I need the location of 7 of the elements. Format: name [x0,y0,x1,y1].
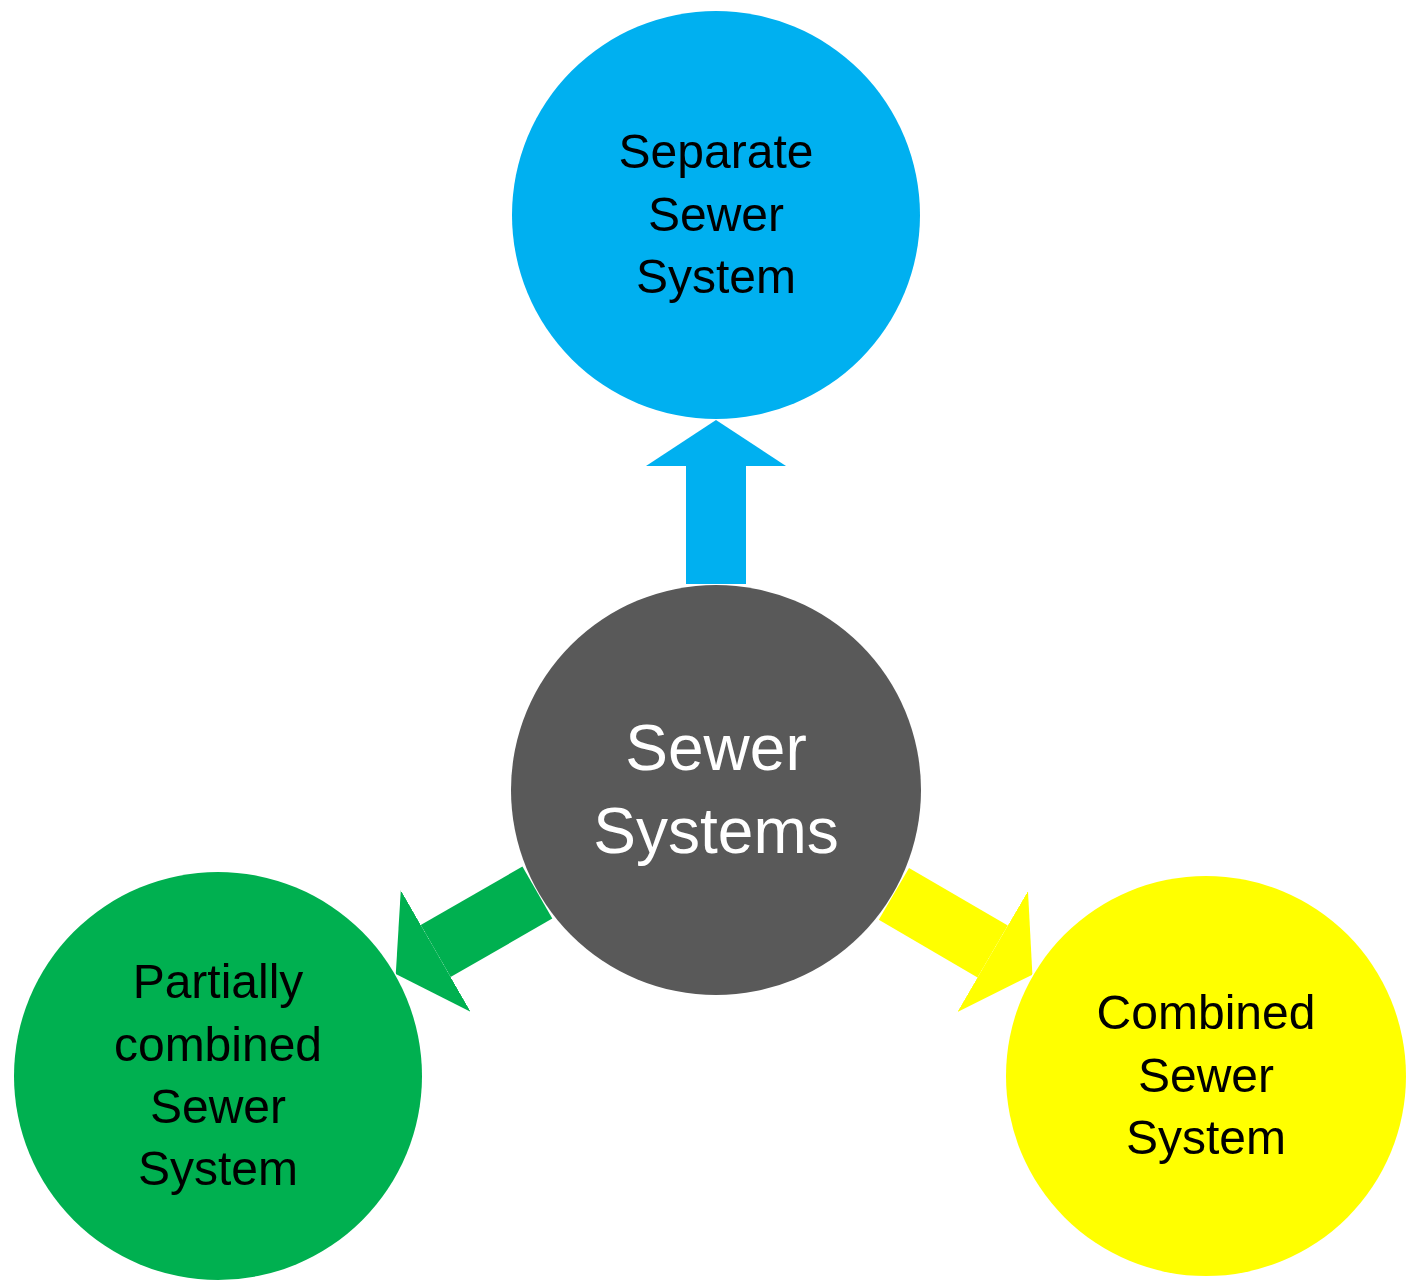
block-arrow [646,420,786,584]
node-label: Separate Sewer System [617,124,815,306]
node-label: Partially combined Sewer System [112,954,324,1198]
block-arrow [878,867,1033,1012]
block-arrow [395,866,553,1012]
node-label: Combined Sewer System [1095,985,1317,1167]
node-label: Sewer Systems [592,710,840,869]
